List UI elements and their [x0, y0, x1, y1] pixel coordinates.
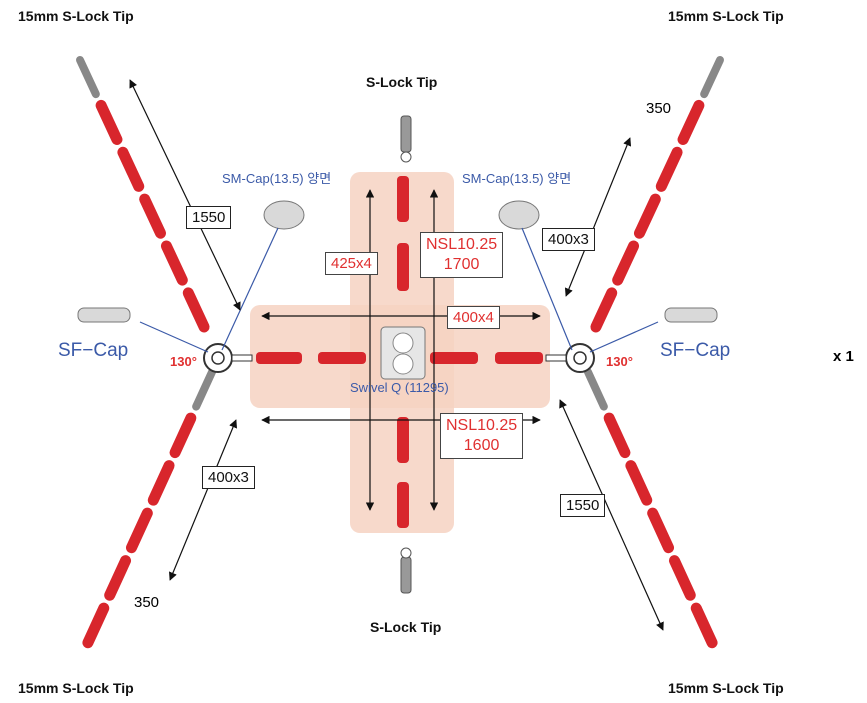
swivel-label: Swivel Q (11295) [350, 380, 449, 395]
s-lock-tip-label-top: S-Lock Tip [366, 74, 438, 90]
horizontal-poles [256, 352, 543, 364]
sf-cap-label-left: SF−Cap [58, 340, 129, 361]
nsl-box-top: NSL10.25 1700 [420, 232, 504, 278]
nsl-bottom-model: NSL10.25 [446, 417, 518, 434]
sm-cap-label-left: SM-Cap(13.5) 양면 [222, 171, 332, 186]
tip-label-bottom-left: 15mm S-Lock Tip [18, 680, 134, 696]
dimension-1550-right: 1550 [560, 494, 606, 517]
dimension-350-bottom-left: 350 [134, 594, 160, 611]
dimension-400x3-top-right: 400x3 [542, 228, 595, 251]
s-lock-tip-label-bottom: S-Lock Tip [370, 619, 442, 635]
tip-label-bottom-right: 15mm S-Lock Tip [668, 680, 784, 696]
tip-label-top-left: 15mm S-Lock Tip [18, 8, 134, 24]
leader-lines [139, 227, 659, 353]
cap-shapes [77, 200, 718, 323]
dimension-350-top-right: 350 [646, 100, 672, 117]
pole-arm-top-left [76, 56, 210, 333]
right-hub [545, 343, 595, 373]
multiplier-label: x 1 [833, 348, 854, 365]
swivel-connector [380, 326, 426, 380]
dimension-1550-left: 1550 [186, 206, 232, 229]
sm-cap-label-right: SM-Cap(13.5) 양면 [462, 171, 572, 186]
vertical-poles [397, 176, 409, 528]
s-lock-tip-shapes [400, 115, 412, 594]
dimension-400x3-bottom-left: 400x3 [202, 466, 255, 489]
dimension-425x4: 425x4 [325, 252, 378, 275]
dimension-400x4: 400x4 [447, 306, 500, 329]
sf-cap-label-right: SF−Cap [660, 340, 731, 361]
nsl-top-length: 1700 [443, 256, 480, 273]
tip-label-top-right: 15mm S-Lock Tip [668, 8, 784, 24]
angle-label-left: 130° [170, 354, 197, 369]
angle-label-right: 130° [606, 354, 633, 369]
nsl-top-model: NSL10.25 [426, 236, 498, 253]
nsl-box-bottom: NSL10.25 1600 [440, 413, 524, 459]
nsl-bottom-length: 1600 [463, 437, 500, 454]
left-hub [203, 343, 253, 373]
